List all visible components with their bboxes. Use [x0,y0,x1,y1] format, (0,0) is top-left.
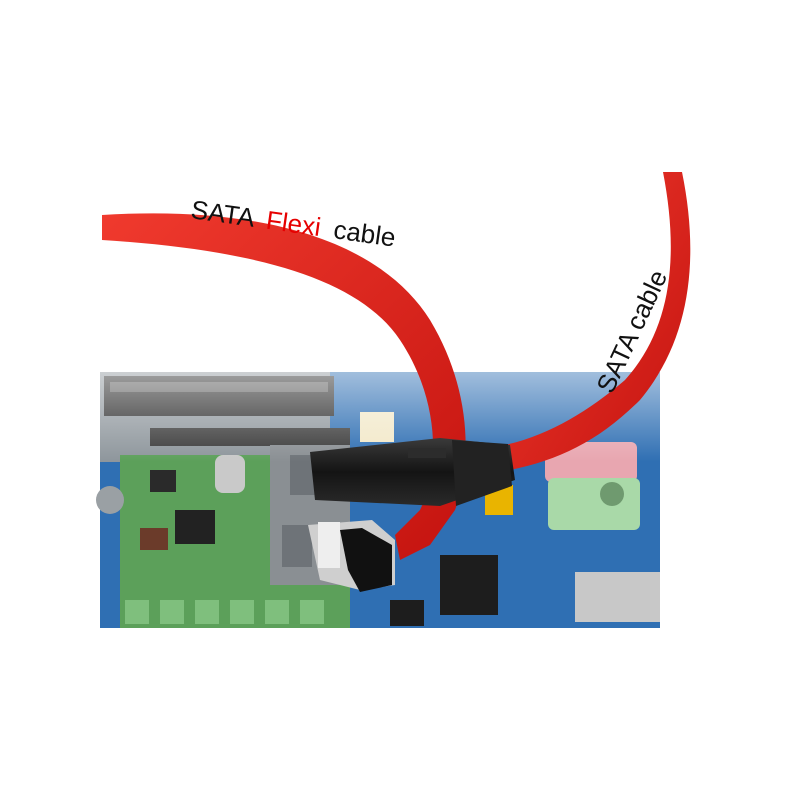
flexi-label-suffix: cable [332,214,398,252]
sata-straight-cable [505,172,691,470]
sata-flexi-cable [102,213,466,561]
sata-straight-connector [310,438,515,506]
sata-angled-connector [308,520,395,592]
